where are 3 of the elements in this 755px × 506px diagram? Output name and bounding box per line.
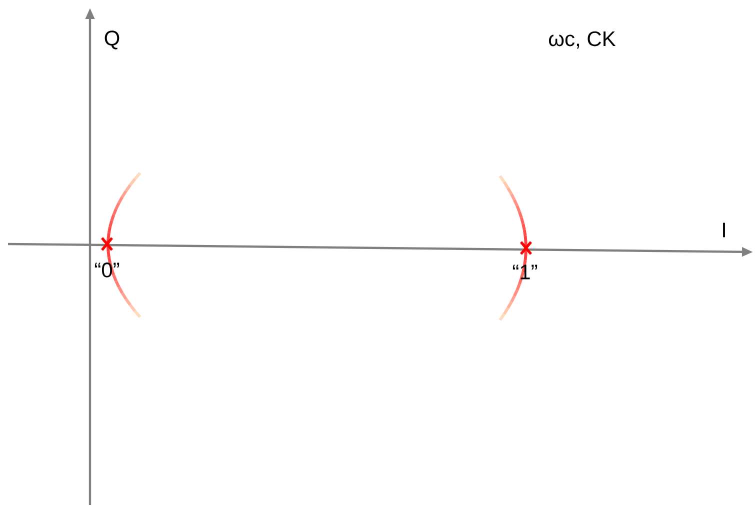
axis-label: Q — [104, 30, 120, 50]
carrier-label: ωc, CK — [548, 31, 616, 49]
axis-label: I — [723, 222, 725, 238]
